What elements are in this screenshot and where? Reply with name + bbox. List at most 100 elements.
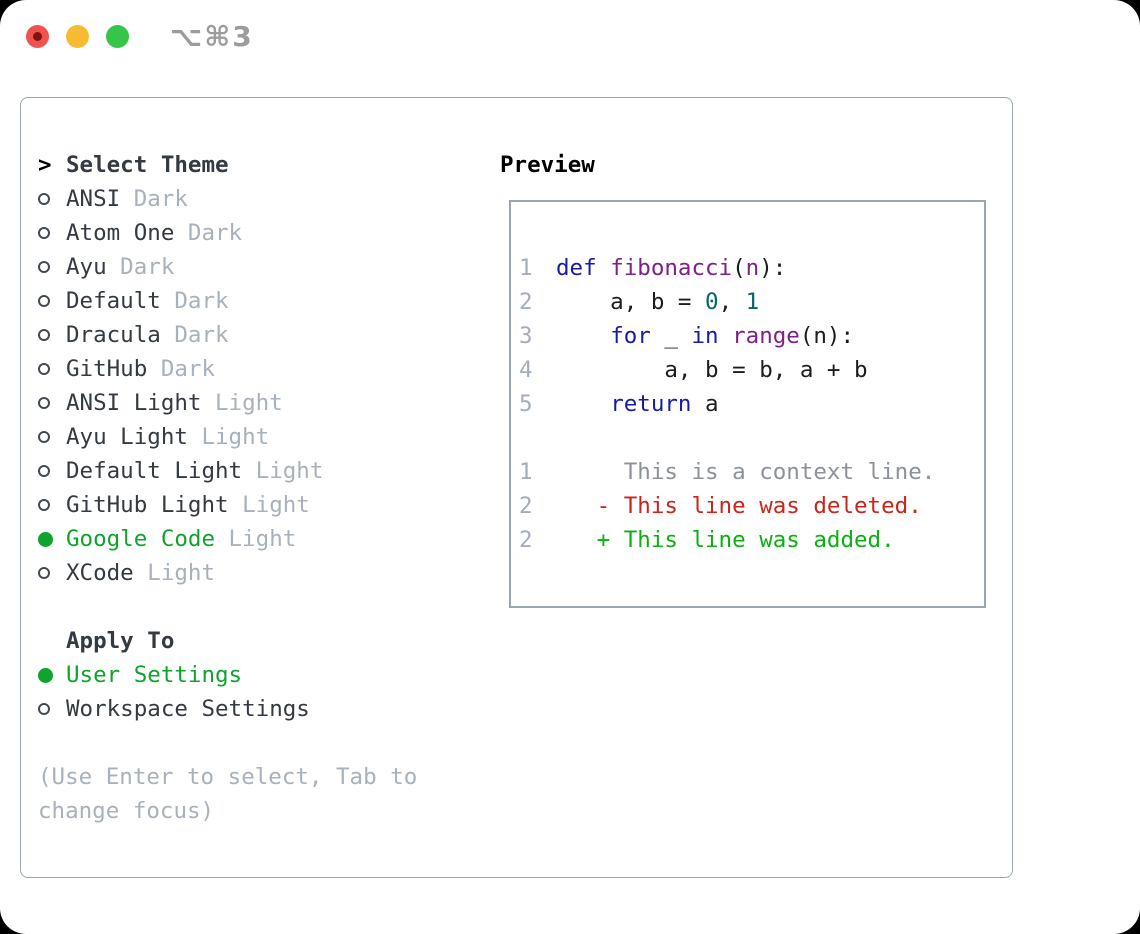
code-token: a	[691, 391, 719, 417]
selected-bullet-icon	[38, 667, 66, 683]
theme-option[interactable]: ANSI Dark	[38, 182, 323, 216]
line-number: 2	[519, 527, 533, 553]
theme-name: Default	[66, 288, 161, 314]
theme-variant-tag: Light	[228, 492, 310, 518]
radio-circle-icon	[38, 499, 66, 511]
prompt-slot: >	[38, 152, 66, 178]
prompt-caret	[38, 628, 52, 654]
theme-variant-tag: Light	[187, 424, 270, 450]
theme-option[interactable]: Default Light Light	[38, 454, 323, 488]
theme-option[interactable]: Ayu Light Light	[38, 420, 323, 454]
minimize-button[interactable]	[66, 25, 89, 48]
line-number: 1	[519, 459, 533, 485]
code-token: ,	[718, 289, 746, 315]
code-token: def	[556, 255, 597, 281]
close-button[interactable]	[26, 25, 49, 48]
selected-dot-icon	[38, 531, 53, 547]
apply-to-header: Apply To	[38, 624, 310, 658]
preview-line: 4 a, b = b, a + b	[519, 353, 984, 387]
apply-to-option-label: User Settings	[66, 662, 243, 688]
line-number: 2	[519, 493, 533, 519]
radio-ring-icon	[38, 397, 50, 409]
preview-line: 2 a, b = 0, 1	[519, 285, 984, 319]
code-token: - This line was deleted.	[556, 493, 922, 519]
radio-circle-icon	[38, 567, 66, 579]
theme-name: ANSI Light	[66, 390, 202, 416]
theme-variant-tag: Dark	[160, 322, 229, 348]
window-shortcut-label: ⌥⌘3	[170, 20, 254, 53]
theme-option[interactable]: ANSI Light Light	[38, 386, 323, 420]
radio-ring-icon	[38, 703, 50, 715]
theme-variant-tag: Dark	[147, 356, 216, 382]
code-token: range	[732, 323, 800, 349]
apply-to-option[interactable]: User Settings	[38, 658, 310, 692]
radio-ring-icon	[38, 499, 50, 511]
theme-option[interactable]: GitHub Dark	[38, 352, 323, 386]
radio-circle-icon	[38, 431, 66, 443]
theme-name: Default Light	[66, 458, 243, 484]
theme-variant-tag: Dark	[106, 254, 175, 280]
code-token	[719, 323, 733, 349]
line-number: 1	[519, 255, 533, 281]
preview-line	[519, 421, 984, 455]
radio-circle-icon	[38, 193, 66, 205]
code-token: 0	[705, 289, 719, 315]
zoom-button[interactable]	[106, 25, 129, 48]
line-number: 5	[519, 391, 533, 417]
theme-name: Ayu Light	[66, 424, 188, 450]
radio-ring-icon	[38, 363, 50, 375]
theme-option[interactable]: Google Code Light	[38, 522, 323, 556]
apply-to-option[interactable]: Workspace Settings	[38, 692, 310, 726]
theme-option[interactable]: Ayu Dark	[38, 250, 323, 284]
radio-ring-icon	[38, 261, 50, 273]
theme-option[interactable]: Dracula Dark	[38, 318, 323, 352]
theme-name: ANSI	[66, 186, 121, 212]
hint-line: change focus)	[38, 798, 215, 824]
theme-list-title: Select Theme	[66, 152, 229, 178]
code-token: fibonacci	[610, 255, 733, 281]
theme-option[interactable]: Default Dark	[38, 284, 323, 318]
radio-ring-icon	[38, 465, 50, 477]
code-token	[556, 323, 610, 349]
selected-dot-icon	[38, 667, 53, 683]
prompt-slot	[38, 628, 66, 654]
theme-name: GitHub	[66, 356, 148, 382]
radio-ring-icon	[38, 295, 50, 307]
code-token: (	[732, 255, 746, 281]
radio-circle-icon	[38, 465, 66, 477]
radio-ring-icon	[38, 329, 50, 341]
theme-variant-tag: Light	[201, 390, 283, 416]
theme-option[interactable]: XCode Light	[38, 556, 323, 590]
preview-line: 1 This is a context line.	[519, 455, 984, 489]
theme-variant-tag: Light	[215, 526, 297, 552]
radio-ring-icon	[38, 431, 50, 443]
radio-circle-icon	[38, 261, 66, 273]
theme-name: Dracula	[66, 322, 161, 348]
code-token: ):	[759, 255, 787, 281]
theme-name: Google Code	[66, 526, 216, 552]
code-token: This is a context line.	[556, 459, 936, 485]
apply-to-title: Apply To	[66, 628, 175, 654]
theme-name: GitHub Light	[66, 492, 229, 518]
theme-list-header: >Select Theme	[38, 148, 323, 182]
code-token: in	[691, 323, 719, 349]
titlebar	[26, 25, 129, 48]
theme-option[interactable]: Atom One Dark	[38, 216, 323, 250]
theme-name: Ayu	[66, 254, 107, 280]
radio-circle-icon	[38, 227, 66, 239]
theme-name: Atom One	[66, 220, 175, 246]
close-icon	[33, 32, 42, 41]
line-number: 3	[519, 323, 533, 349]
radio-ring-icon	[38, 227, 50, 239]
code-token: (n):	[799, 323, 855, 349]
theme-option[interactable]: GitHub Light Light	[38, 488, 323, 522]
theme-name: XCode	[66, 560, 134, 586]
radio-ring-icon	[38, 567, 50, 579]
line-number: 2	[519, 289, 533, 315]
code-token	[556, 391, 610, 417]
